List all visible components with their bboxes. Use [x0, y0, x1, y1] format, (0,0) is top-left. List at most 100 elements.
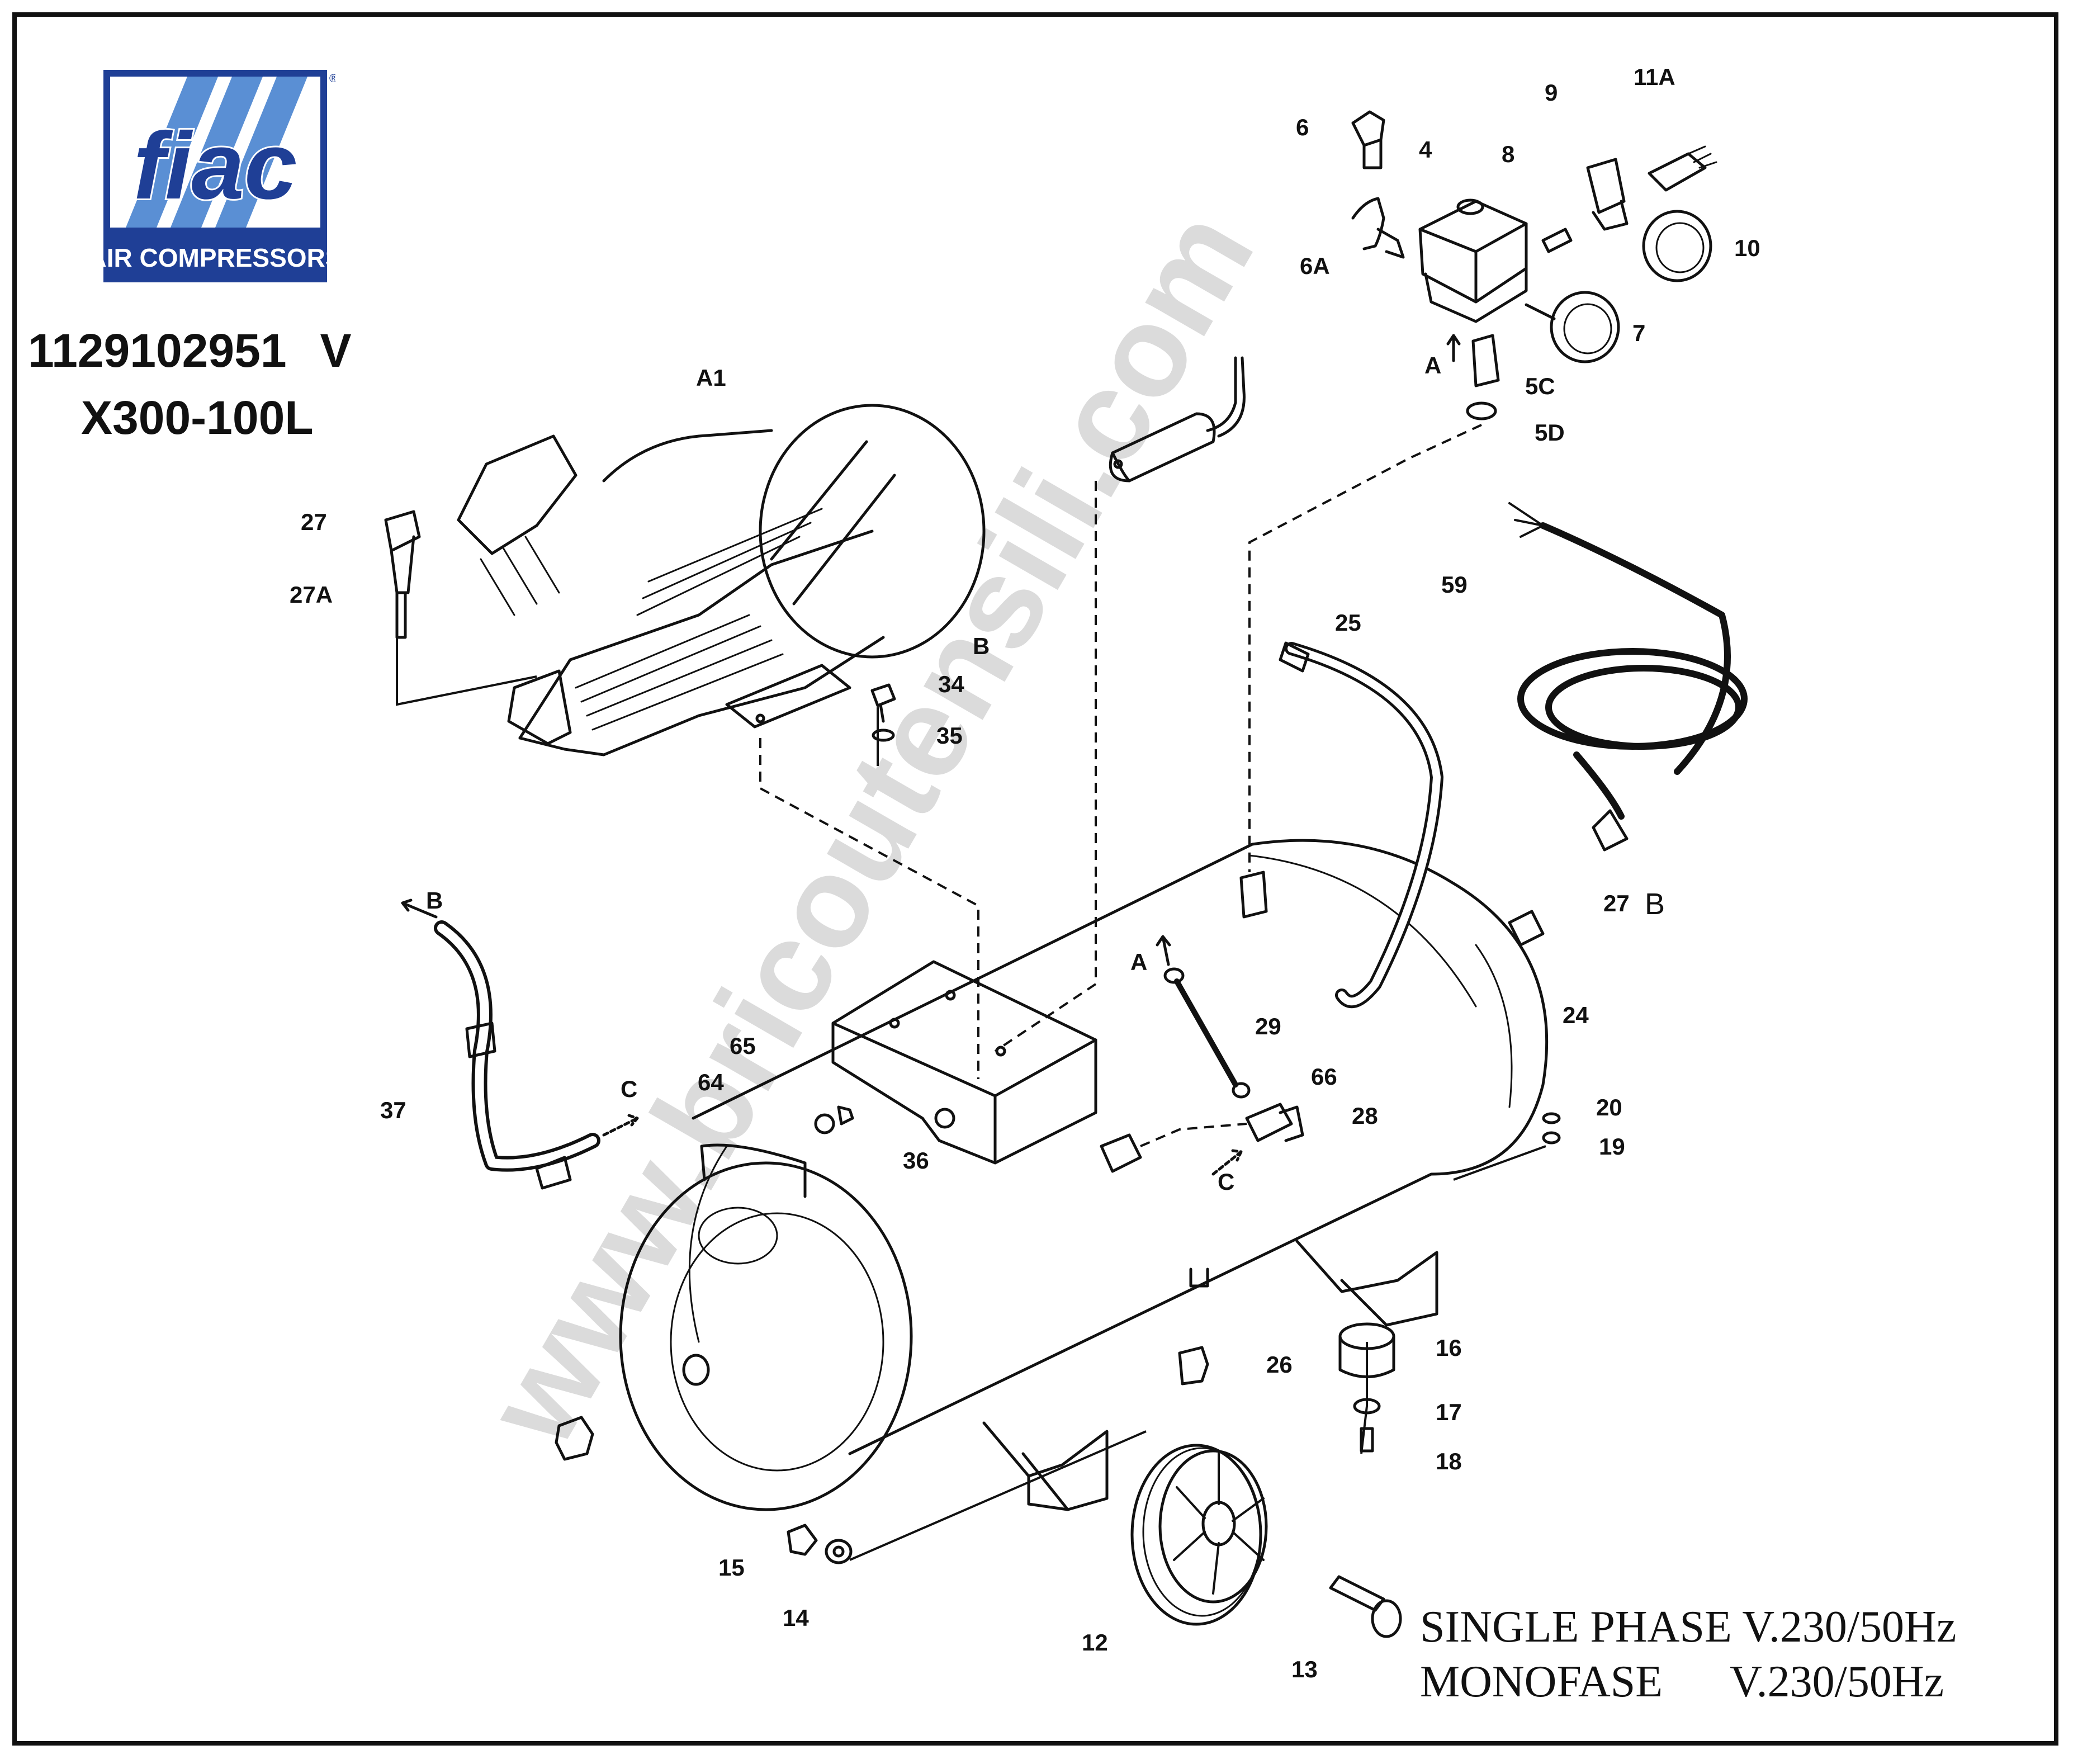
callout-27B-letter: B [1645, 887, 1665, 921]
screw-34 [870, 683, 896, 707]
tank-plug [1508, 910, 1545, 947]
part-callouts: 6 6A 4 8 9 11A 10 7 A 5C 5D A1 27 27A B … [290, 64, 1760, 1682]
callout-28: 28 [1352, 1103, 1378, 1129]
registered-mark: ® [329, 73, 335, 85]
callout-65: 65 [730, 1033, 756, 1059]
callout-19: 19 [1599, 1133, 1625, 1160]
tank-boss [1239, 871, 1268, 919]
drain-valve [1178, 1346, 1209, 1385]
callout-8: 8 [1502, 141, 1514, 167]
callout-C-mid: C [1218, 1169, 1234, 1195]
callout-27A: 27A [290, 581, 333, 608]
callout-4: 4 [1419, 136, 1432, 163]
safety-valve [1351, 110, 1385, 147]
callout-26: 26 [1266, 1351, 1293, 1378]
callout-16: 16 [1436, 1335, 1462, 1361]
quick-coupling [1648, 152, 1707, 192]
watermark: www.bricoutensili.com [458, 187, 1280, 1468]
power-spec-italian-label: MONOFASE [1420, 1657, 1663, 1706]
flexible-hose [434, 920, 600, 1172]
callout-6: 6 [1296, 114, 1309, 140]
callout-25: 25 [1335, 609, 1361, 636]
leader-lines [396, 637, 1546, 1561]
power-spec-italian-value: V.230/50Hz [1730, 1657, 1944, 1706]
motor-bracket [831, 960, 1097, 1165]
screw-18 [1360, 1427, 1374, 1453]
wheel [1130, 1444, 1268, 1626]
model-suffix: V [320, 324, 352, 377]
nut-19 [1542, 1131, 1561, 1145]
pressure-gauge-10 [1642, 210, 1712, 282]
nut-64 [814, 1113, 835, 1134]
washer-20 [1542, 1112, 1561, 1124]
elbow-fitting-6A [1351, 197, 1385, 250]
callout-29: 29 [1255, 1013, 1281, 1039]
washer-35 [872, 729, 895, 742]
callout-9: 9 [1545, 79, 1558, 106]
model-name: X300-100L [81, 391, 314, 444]
callout-A1: A1 [696, 365, 726, 391]
tank-end-nut [555, 1416, 594, 1461]
nut-5D [1466, 401, 1497, 420]
callout-34: 34 [938, 671, 964, 697]
callout-5C: 5C [1525, 373, 1555, 399]
model-number: 1129102951 [28, 324, 287, 377]
nut-15 [787, 1524, 818, 1556]
callout-37: 37 [380, 1097, 406, 1123]
callout-35: 35 [936, 722, 963, 749]
pipe-fitting-25 [1279, 641, 1310, 673]
fiac-logo: fiac AIR COMPRESSORS ® [103, 70, 335, 282]
callout-36: 36 [903, 1147, 929, 1174]
check-valve [1245, 1103, 1293, 1142]
model-code: 1129102951 V [28, 327, 352, 374]
assembly-lines [759, 424, 1482, 1147]
tank-fitting [1100, 1133, 1142, 1173]
callout-B-hose: B [426, 887, 443, 914]
tank-foot-rear [1295, 1240, 1438, 1327]
callout-A-mid: A [1130, 949, 1147, 975]
motor-foot [725, 664, 851, 729]
tank [619, 839, 1549, 1511]
callout-27: 27 [301, 509, 327, 535]
page-border [12, 12, 2058, 1746]
delivery-pipe [1285, 642, 1443, 1009]
fitting-5C [1471, 334, 1500, 387]
callout-10: 10 [1734, 235, 1760, 261]
motor-pump-unit [457, 404, 986, 756]
callout-11A: 11A [1634, 64, 1675, 90]
callout-24: 24 [1563, 1002, 1589, 1028]
tank-drain-port [682, 1354, 710, 1386]
tank-data-plate [698, 1207, 778, 1265]
callout-A-top: A [1424, 352, 1441, 379]
washer-65 [837, 1105, 854, 1125]
callout-5D: 5D [1535, 419, 1565, 446]
callout-13: 13 [1291, 1656, 1318, 1682]
callout-C-hose: C [621, 1076, 637, 1102]
hose-nut [465, 1021, 496, 1058]
hose-nut [535, 1156, 572, 1190]
logo-stripe [171, 77, 263, 228]
callout-18: 18 [1436, 1448, 1462, 1474]
callout-12: 12 [1082, 1629, 1108, 1656]
cylinder-head [457, 434, 578, 555]
logo-wordmark: fiac [134, 113, 297, 219]
logo-stripe [215, 77, 307, 228]
axle-bolt [1329, 1575, 1385, 1612]
callout-27B: 27 [1603, 890, 1630, 916]
callout-15: 15 [718, 1554, 745, 1581]
power-cable [1508, 502, 1748, 852]
power-spec-english: SINGLE PHASE V.230/50Hz [1420, 1602, 1957, 1652]
callout-66: 66 [1311, 1063, 1337, 1090]
power-spec-italian: MONOFASE V.230/50Hz [1420, 1659, 1944, 1704]
pressure-switch [1418, 198, 1528, 323]
nut-36 [934, 1108, 955, 1129]
callout-59: 59 [1441, 571, 1468, 598]
callout-B-motor: B [973, 633, 990, 659]
callout-17: 17 [1436, 1399, 1462, 1425]
tank-foot-front [982, 1421, 1109, 1511]
callout-64: 64 [698, 1069, 724, 1095]
pressure-regulator [1586, 158, 1626, 214]
washer-14 [825, 1539, 853, 1564]
